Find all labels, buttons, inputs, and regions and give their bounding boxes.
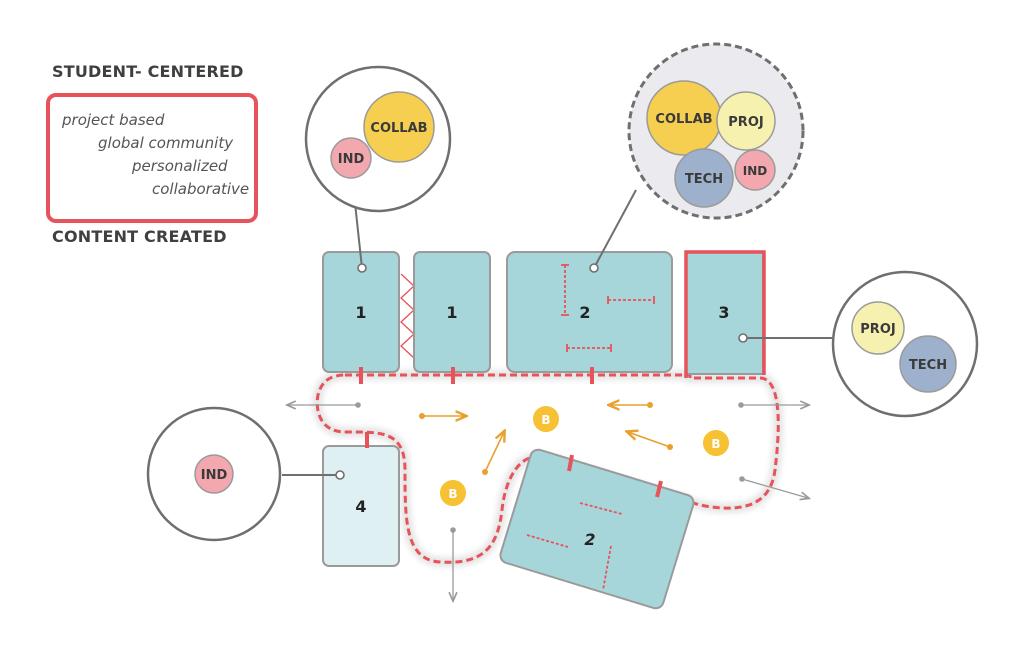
ind-bubble-label: IND (338, 152, 365, 167)
movement-arrow-origins (419, 402, 673, 475)
legend-item-personalized: personalized (132, 157, 228, 175)
ind-bubble-2-label: IND (743, 164, 768, 178)
tech-bubble-3 (899, 335, 957, 393)
room-2-top-label: 2 (579, 303, 590, 322)
callout-anchors (335, 263, 748, 480)
room-4-label: 4 (355, 497, 366, 516)
room-2-bottom[interactable] (498, 448, 695, 611)
student-centered-heading: STUDENT- CENTERED (52, 62, 244, 81)
room-3-highlight (684, 250, 766, 378)
callout-room-3 (831, 270, 979, 418)
ind-bubble-4 (194, 454, 234, 494)
room-3-label: 3 (718, 303, 729, 322)
room-1a-label: 1 (355, 303, 366, 322)
room-1b-label: 1 (446, 303, 457, 322)
room-2-top[interactable] (506, 251, 673, 373)
legend-item-global-community: global community (98, 134, 234, 152)
proj-bubble-2-label: PROJ (728, 115, 763, 130)
collab-bubble-label: COLLAB (370, 121, 427, 136)
b-marker-1: B (531, 404, 561, 434)
collab-bubble-2-label: COLLAB (655, 112, 712, 127)
content-created-heading: CONTENT CREATED (52, 227, 227, 246)
ind-bubble-2 (734, 149, 776, 191)
proj-bubble-2 (716, 91, 776, 151)
svg-text:B: B (448, 487, 457, 501)
svg-text:B: B (541, 413, 550, 427)
exit-arrows (288, 405, 808, 600)
collab-connector-zigzag (400, 273, 415, 359)
tech-bubble-3-label: TECH (909, 358, 947, 373)
legend-item-project-based: project based (62, 111, 165, 129)
b-marker-3: B (438, 478, 468, 508)
movement-arrows (422, 405, 671, 473)
ind-bubble (330, 137, 372, 179)
room-2-top-furniture (564, 265, 654, 349)
room-2-bottom-label: 2 (584, 530, 595, 549)
ind-bubble-4-label: IND (201, 468, 228, 483)
door-markers (359, 367, 663, 498)
callout-leaders (282, 189, 832, 476)
room-2-bottom-furniture (526, 502, 623, 591)
exit-arrow-origins (355, 402, 745, 533)
proj-bubble-3-label: PROJ (860, 322, 895, 337)
svg-text:B: B (711, 437, 720, 451)
room-2-top-furniture-caps (561, 264, 655, 352)
collab-bubble (363, 91, 435, 163)
tech-bubble-2-label: TECH (685, 172, 723, 187)
tech-bubble-2 (674, 148, 734, 208)
legend-item-collaborative: collaborative (152, 180, 250, 198)
b-marker-2: B (701, 428, 731, 458)
proj-bubble-3 (851, 301, 905, 355)
legend-box: project based global community personali… (46, 93, 258, 223)
corridor-outline (312, 370, 784, 568)
